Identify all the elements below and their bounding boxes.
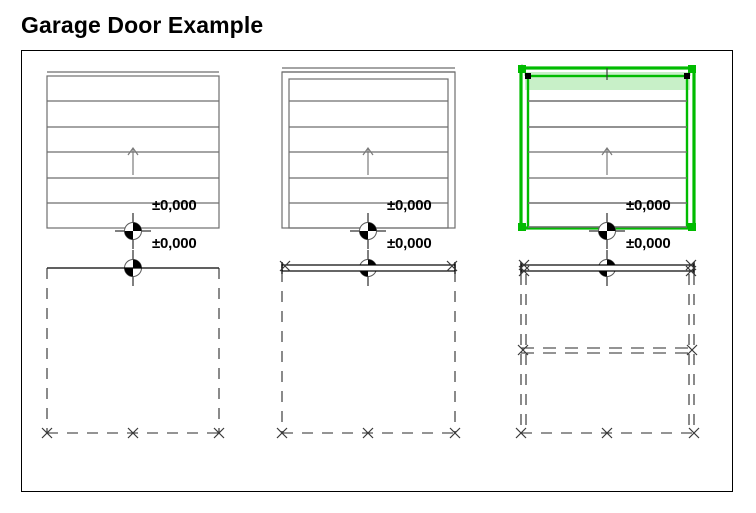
level-label-upper: ±0,000 <box>387 197 432 214</box>
level-label-lower: ±0,000 <box>152 235 197 252</box>
level-label-lower: ±0,000 <box>387 235 432 252</box>
level-label-lower: ±0,000 <box>626 235 671 252</box>
drawing-frame <box>21 50 733 492</box>
page-title: Garage Door Example <box>21 12 264 38</box>
level-label-upper: ±0,000 <box>152 197 197 214</box>
level-label-upper: ±0,000 <box>626 197 671 214</box>
